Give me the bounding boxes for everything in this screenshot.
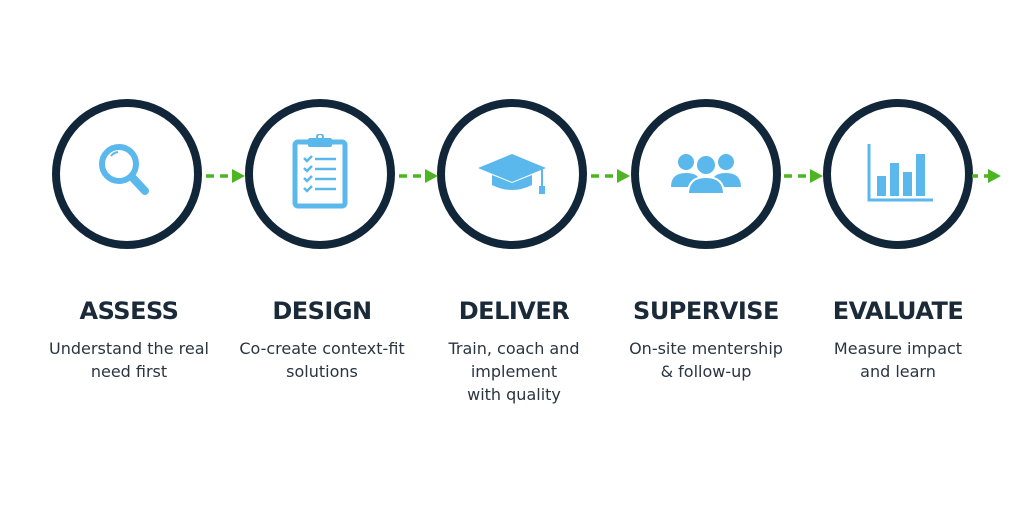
step-description: Train, coach and implement with quality: [448, 339, 580, 404]
step-design-circle: [245, 99, 395, 249]
graduation-cap-icon: [478, 154, 546, 194]
step-assess-circle: [52, 99, 202, 249]
step-title: EVALUATE: [832, 297, 964, 325]
step-description: On-site mentership & follow-up: [629, 339, 783, 381]
step-description: Co-create context-fit solutions: [239, 339, 405, 381]
dashed-arrow-icon: [399, 169, 438, 183]
step-description: Understand the real need first: [49, 339, 209, 381]
step-evaluate-circle: [823, 99, 973, 249]
step-title: SUPERVISE: [633, 297, 779, 325]
people-group-icon: [671, 154, 741, 195]
magnifier-icon: [99, 144, 149, 195]
step-description: Measure impact and learn: [833, 339, 963, 381]
dashed-arrow-icon: [206, 169, 245, 183]
clipboard-checklist-icon: [292, 134, 348, 209]
bar-chart-icon: [867, 144, 933, 202]
dashed-arrow-icon: [784, 169, 823, 183]
step-title: DELIVER: [458, 297, 570, 325]
step-title: DESIGN: [272, 297, 372, 325]
step-deliver-circle: [437, 99, 587, 249]
dashed-arrow-icon: [591, 169, 630, 183]
step-supervise-circle: [631, 99, 781, 249]
step-title: ASSESS: [79, 297, 179, 325]
dashed-arrow-icon: [972, 169, 1001, 183]
